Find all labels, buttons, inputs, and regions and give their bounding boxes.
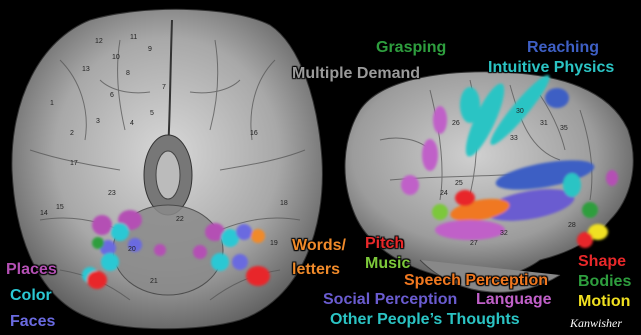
label-speech-perception: Speech Perception [404,273,548,289]
label-shape: Shape [578,254,626,270]
brodmann-number: 18 [280,200,288,207]
shape-blob [246,266,270,286]
label-social-perception: Social Perception [323,292,457,308]
music-blob [432,204,448,220]
label-language: Language [476,292,552,308]
label-faces: Faces [10,314,55,330]
label-letters: letters [292,262,340,278]
language-blob [401,175,419,195]
label-color: Color [10,288,52,304]
label-intuitive-physics: Intuitive Physics [488,60,614,76]
shape-blob [577,232,593,248]
reaching-blob [545,88,569,108]
brodmann-number: 7 [162,84,166,91]
places-blob [154,244,166,256]
brodmann-number: 33 [510,135,518,142]
label-other-peoples-thoughts: Other People’s Thoughts [330,312,520,328]
places-blob [193,245,207,259]
brodmann-number: 27 [470,240,478,247]
brodmann-number: 30 [516,108,524,115]
label-bodies: Bodies [578,274,631,290]
ventral-brain [12,9,322,328]
brodmann-number: 6 [110,92,114,99]
brodmann-number: 25 [455,180,463,187]
brodmann-number: 23 [108,190,116,197]
brodmann-number: 10 [112,54,120,61]
brodmann-number: 16 [250,130,258,137]
brodmann-number: 8 [126,70,130,77]
label-places: Places [6,262,57,278]
bodies-blob [582,202,598,218]
brodmann-number: 3 [96,118,100,125]
label-music: Music [365,256,410,272]
color-blob [111,223,129,241]
brodmann-number: 9 [148,46,152,53]
brodmann-number: 26 [452,120,460,127]
bodies-blob [92,237,104,249]
label-pitch: Pitch [365,236,404,252]
brodmann-number: 20 [128,246,136,253]
label-grasping: Grasping [376,40,446,56]
brodmann-number: 1 [50,100,54,107]
language-blob [435,220,505,240]
brodmann-number: 19 [270,240,278,247]
language-blob [422,139,438,171]
shape-blob [87,271,107,289]
brodmann-number: 22 [176,216,184,223]
label-words: Words/ [292,238,346,254]
faces-blob [232,254,248,270]
color-blob [211,253,229,271]
words-blob [251,229,265,243]
brodmann-number: 17 [70,160,78,167]
brodmann-number: 31 [540,120,548,127]
label-motion: Motion [578,294,630,310]
language-blob [433,106,447,134]
brodmann-number: 32 [500,230,508,237]
places-blob [92,215,112,235]
brodmann-number: 12 [95,38,103,45]
brodmann-number: 15 [56,204,64,211]
places-blob [606,170,618,186]
color-blob [101,253,119,271]
intuitive-physics-blob [460,87,480,123]
pitch-blob [455,190,475,206]
others-thoughts-blob [563,173,581,197]
brodmann-number: 28 [568,222,576,229]
brodmann-number: 13 [82,66,90,73]
brodmann-number: 4 [130,120,134,127]
brodmann-number: 24 [440,190,448,197]
brodmann-number: 14 [40,210,48,217]
label-multiple-demand: Multiple Demand [292,66,420,82]
credit-kanwisher: Kanwisher [570,316,622,331]
brodmann-number: 2 [70,130,74,137]
brodmann-number: 11 [130,34,137,41]
brodmann-number: 21 [150,278,158,285]
faces-blob [236,224,252,240]
brodmann-number: 35 [560,125,568,132]
brodmann-number: 5 [150,110,154,117]
label-reaching: Reaching [527,40,599,56]
